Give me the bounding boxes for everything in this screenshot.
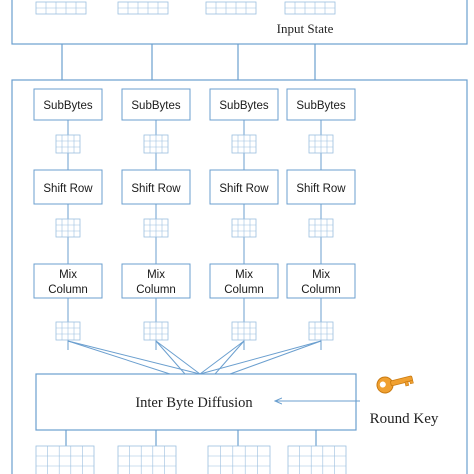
mix-column-box: [286, 263, 356, 299]
mix-column-label-line2: Column: [224, 284, 264, 296]
state-grid: [55, 218, 81, 238]
state-grid: [143, 134, 169, 154]
column-1: SubBytes Shift Row Mix Column: [121, 88, 191, 350]
state-grid: [308, 218, 334, 238]
mix-column-label-line1: Mix: [59, 269, 77, 281]
output-connectors: [65, 430, 317, 452]
shift-row-label: Shift Row: [219, 183, 269, 195]
round-key-label: Round Key: [370, 411, 439, 427]
subbytes-label: SubBytes: [131, 100, 180, 112]
subbytes-label: SubBytes: [219, 100, 268, 112]
mix-column-label-line1: Mix: [147, 269, 165, 281]
column-3: SubBytes Shift Row Mix Column: [286, 88, 356, 350]
shift-row-label: Shift Row: [131, 183, 181, 195]
subbytes-label: SubBytes: [296, 100, 345, 112]
mix-column-box: [33, 263, 103, 299]
input-connectors: [61, 44, 316, 80]
shift-row-box: [33, 169, 103, 205]
shift-row-box: [121, 169, 191, 205]
input-state-grids: [35, 1, 336, 15]
mix-column-label-line2: Column: [136, 284, 176, 296]
mix-column-box: [209, 263, 279, 299]
mix-column-label-line1: Mix: [312, 269, 330, 281]
mix-column-label-line1: Mix: [235, 269, 253, 281]
input-state-label: Input State: [277, 21, 334, 36]
input-state-box: [11, 0, 468, 45]
subbytes-box: [209, 88, 279, 121]
mix-column-label-line2: Column: [48, 284, 88, 296]
state-grid: [55, 321, 81, 341]
output-state-grids: [35, 445, 347, 474]
subbytes-box: [286, 88, 356, 121]
round-box: [11, 79, 468, 474]
state-grid: [231, 321, 257, 341]
mix-column-label-line2: Column: [301, 284, 341, 296]
column-0: SubBytes Shift Row Mix Column: [33, 88, 103, 350]
state-grid: [231, 134, 257, 154]
state-grid: [231, 218, 257, 238]
shift-row-label: Shift Row: [43, 183, 93, 195]
subbytes-box: [33, 88, 103, 121]
shift-row-label: Shift Row: [296, 183, 346, 195]
mix-column-box: [121, 263, 191, 299]
state-grid: [143, 218, 169, 238]
key-icon: [376, 375, 414, 394]
inter-byte-diffusion-box: [35, 373, 357, 431]
inter-byte-diffusion-label: Inter Byte Diffusion: [135, 395, 253, 411]
subbytes-label: SubBytes: [43, 100, 92, 112]
state-grid: [143, 321, 169, 341]
subbytes-box: [121, 88, 191, 121]
shift-row-box: [286, 169, 356, 205]
state-grid: [308, 321, 334, 341]
state-grid: [308, 134, 334, 154]
column-2: SubBytes Shift Row Mix Column: [209, 88, 279, 350]
shift-row-box: [209, 169, 279, 205]
diffusion-fan-in: [67, 340, 322, 375]
state-grid: [55, 134, 81, 154]
